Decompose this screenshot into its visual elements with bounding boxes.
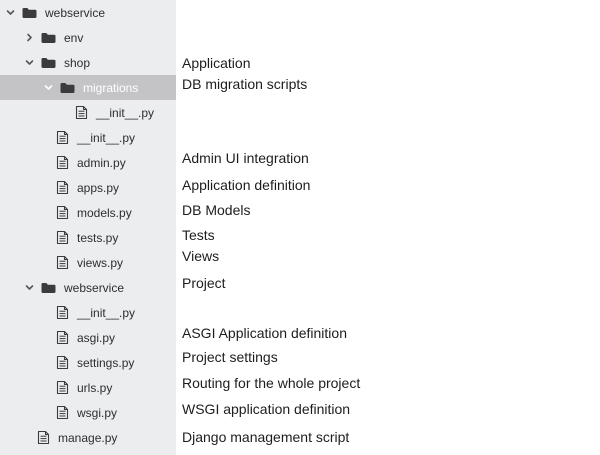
tree-item-label: urls.py <box>77 380 113 395</box>
tree-item-label: tests.py <box>77 230 119 245</box>
tree-item-apps-py[interactable]: apps.py <box>0 175 176 200</box>
tree-item-env[interactable]: env <box>0 25 176 50</box>
tree-item-label: webservice <box>45 5 106 20</box>
file-icon <box>56 230 69 245</box>
annotation-wsgi: WSGI application definition <box>182 401 351 417</box>
annotation-urls: Routing for the whole project <box>182 375 361 391</box>
file-tree-sidebar: webservice env shop migrations __init__.… <box>0 0 176 455</box>
file-icon <box>56 305 69 320</box>
tree-item-webservice-root[interactable]: webservice <box>0 0 176 25</box>
annotation-asgi: ASGI Application definition <box>182 325 347 341</box>
annotation-manage: Django management script <box>182 429 350 445</box>
chevron-down-icon[interactable] <box>23 282 35 294</box>
annotation-shop: Application <box>182 55 251 71</box>
tree-item-webservice-init-py[interactable]: __init__.py <box>0 300 176 325</box>
tree-item-manage-py[interactable]: manage.py <box>0 425 176 450</box>
annotation-views: Views <box>182 248 220 264</box>
tree-item-label: apps.py <box>77 180 120 195</box>
tree-item-views-py[interactable]: views.py <box>0 250 176 275</box>
annotation-migrations: DB migration scripts <box>182 76 308 92</box>
file-icon <box>56 255 69 270</box>
folder-icon <box>41 282 56 294</box>
tree-item-tests-py[interactable]: tests.py <box>0 225 176 250</box>
tree-item-label: __init__.py <box>77 305 136 320</box>
tree-item-label: __init__.py <box>77 130 136 145</box>
tree-item-label: shop <box>64 55 91 70</box>
annotation-settings: Project settings <box>182 349 278 365</box>
file-icon <box>56 130 69 145</box>
file-icon <box>56 180 69 195</box>
folder-icon <box>22 7 37 19</box>
tree-item-asgi-py[interactable]: asgi.py <box>0 325 176 350</box>
file-icon <box>56 405 69 420</box>
chevron-down-icon[interactable] <box>4 7 16 19</box>
annotation-admin: Admin UI integration <box>182 150 309 166</box>
folder-icon <box>41 32 56 44</box>
tree-item-webservice-pkg[interactable]: webservice <box>0 275 176 300</box>
file-icon <box>56 205 69 220</box>
tree-item-shop[interactable]: shop <box>0 50 176 75</box>
tree-item-admin-py[interactable]: admin.py <box>0 150 176 175</box>
tree-item-label: views.py <box>77 255 124 270</box>
tree-item-label: env <box>64 30 84 45</box>
chevron-right-icon[interactable] <box>23 32 35 44</box>
annotation-models: DB Models <box>182 202 251 218</box>
tree-item-label: admin.py <box>77 155 126 170</box>
chevron-down-icon[interactable] <box>42 82 54 94</box>
annotation-apps: Application definition <box>182 177 311 193</box>
tree-item-label: models.py <box>77 205 132 220</box>
file-icon <box>56 155 69 170</box>
file-icon <box>56 330 69 345</box>
file-icon <box>75 105 88 120</box>
tree-item-label: webservice <box>64 280 125 295</box>
annotation-project: Project <box>182 275 226 291</box>
tree-item-label: wsgi.py <box>77 405 118 420</box>
tree-item-wsgi-py[interactable]: wsgi.py <box>0 400 176 425</box>
tree-item-label: migrations <box>83 80 139 95</box>
tree-item-label: asgi.py <box>77 330 116 345</box>
tree-item-settings-py[interactable]: settings.py <box>0 350 176 375</box>
folder-icon <box>60 82 75 94</box>
file-icon <box>37 430 50 445</box>
tree-item-label: manage.py <box>58 430 118 445</box>
tree-item-migrations[interactable]: migrations <box>0 75 176 100</box>
file-icon <box>56 355 69 370</box>
folder-icon <box>41 57 56 69</box>
chevron-down-icon[interactable] <box>23 57 35 69</box>
tree-item-migrations-init-py[interactable]: __init__.py <box>0 100 176 125</box>
tree-item-label: __init__.py <box>96 105 155 120</box>
tree-item-label: settings.py <box>77 355 135 370</box>
file-icon <box>56 380 69 395</box>
tree-item-models-py[interactable]: models.py <box>0 200 176 225</box>
annotation-tests: Tests <box>182 227 215 243</box>
tree-item-urls-py[interactable]: urls.py <box>0 375 176 400</box>
tree-item-shop-init-py[interactable]: __init__.py <box>0 125 176 150</box>
